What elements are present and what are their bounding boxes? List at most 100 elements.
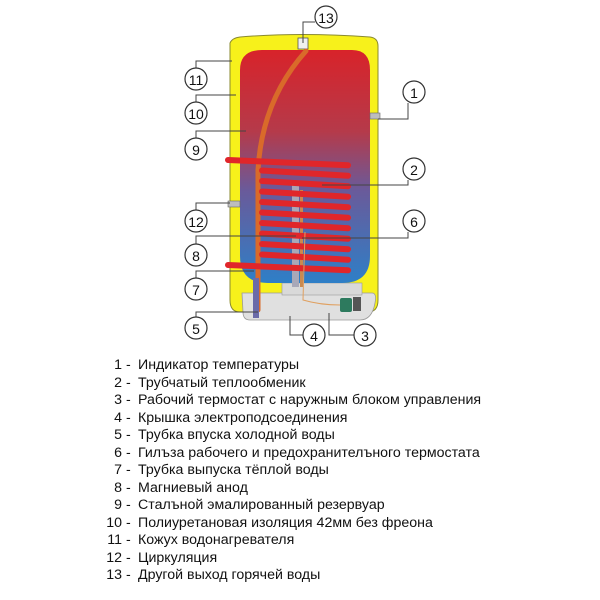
legend-dash: - — [126, 427, 131, 443]
legend-number: 3 — [114, 392, 122, 408]
coil-turn — [259, 209, 351, 221]
legend-item: 8-Магниевый анод — [86, 480, 546, 498]
legend-dash: - — [126, 532, 131, 548]
legend-dash: - — [126, 444, 131, 461]
legend-dash: - — [126, 392, 131, 408]
callout-number: 9 — [192, 142, 200, 158]
thermostat-wire — [302, 231, 341, 306]
legend-item: 1-Индикатор температуры — [86, 357, 546, 375]
legend-dash: - — [126, 357, 131, 373]
legend-text: Крышка электроподсоединения — [138, 409, 348, 426]
callout-circle — [184, 209, 208, 233]
legend-item: 5-Трубка впуска холодной воды — [86, 427, 546, 445]
callout-number: 5 — [192, 321, 200, 337]
callout-number: 6 — [410, 214, 418, 230]
callout-4: 4 — [302, 323, 326, 347]
coil-turn — [259, 220, 351, 232]
legend-number: 1 — [114, 357, 122, 373]
legend-text: Сталъной эмалированный резервуар — [138, 497, 385, 513]
callout-number: 10 — [188, 106, 204, 122]
legend-dash: - — [126, 497, 131, 513]
callout-circle — [302, 323, 326, 347]
callout-10: 10 — [184, 101, 208, 125]
temperature-indicator — [369, 112, 381, 120]
legend-item: 7-Трубка выпуска тёплой воды — [86, 462, 546, 480]
legend-dash: - — [126, 462, 131, 478]
legend-number: 5 — [114, 427, 122, 443]
legend-number: 4 — [114, 409, 122, 426]
legend-text: Циркуляция — [138, 549, 218, 566]
legend-text: Рабочий термостат с наружным блоком упра… — [138, 392, 482, 408]
callout-circle — [184, 316, 208, 340]
legend-dash: - — [126, 549, 131, 566]
legend-number: 11 — [107, 532, 122, 548]
legend-item: 6-Гилъза рабочего и предохранителъного т… — [86, 445, 546, 463]
coil-turn — [225, 157, 351, 169]
legend-item: 3-Рабочий термостат с наружным блоком уп… — [86, 392, 546, 410]
coil-turn — [259, 199, 351, 211]
callout-2: 2 — [402, 157, 426, 181]
callout-circle — [402, 157, 426, 181]
callout-9: 9 — [184, 137, 208, 161]
coil-turn — [225, 262, 351, 274]
leader-lines — [195, 21, 409, 336]
callout-circle — [314, 5, 338, 29]
thermostat-cap — [353, 297, 361, 311]
cold-water-inlet — [253, 278, 259, 318]
coil-turn — [259, 188, 351, 200]
callout-circle — [184, 243, 208, 267]
callout-13: 13 — [314, 5, 338, 29]
legend-number: 13 — [106, 567, 122, 583]
callout-circle — [402, 209, 426, 233]
callout-number: 12 — [188, 214, 204, 230]
coil-turn — [259, 167, 351, 179]
legend-dash: - — [126, 479, 131, 496]
legend-item: 9-Сталъной эмалированный резервуар — [86, 497, 546, 515]
legend-text: Трубка впуска холодной воды — [138, 427, 335, 443]
callout-number: 3 — [361, 328, 369, 344]
callout-number: 13 — [318, 10, 334, 26]
callout-number: 1 — [410, 85, 418, 101]
callout-6: 6 — [402, 209, 426, 233]
legend-dash: - — [126, 567, 131, 583]
callout-12: 12 — [184, 209, 208, 233]
callout-number: 11 — [189, 72, 204, 88]
legend-item: 11-Кожух водонагревателя — [86, 532, 546, 550]
callout-circle — [184, 277, 208, 301]
legend-number: 8 — [114, 479, 122, 496]
callout-8: 8 — [184, 243, 208, 267]
legend-text: Кожух водонагревателя — [138, 532, 295, 548]
legend-text: Полиуретановая изоляция 42мм без фреона — [138, 514, 433, 531]
legend-text: Гилъза рабочего и предохранителъного тер… — [138, 444, 480, 461]
legend-dash: - — [126, 514, 131, 531]
legend-number: 10 — [106, 514, 122, 531]
legend-number: 7 — [114, 462, 122, 478]
circulation-port — [227, 200, 241, 208]
legend-text: Трубка выпуска тёплой воды — [138, 462, 329, 478]
callout-5: 5 — [184, 316, 208, 340]
legend-number: 2 — [114, 374, 122, 391]
legend-text: Другой выход горячей воды — [138, 567, 321, 583]
callout-11: 11 — [184, 67, 208, 91]
legend-item: 13-Другой выход горячей воды — [86, 567, 546, 585]
legend-item: 4-Крышка электроподсоединения — [86, 410, 546, 428]
coil-turn — [259, 251, 351, 263]
legend-item: 2-Трубчатый теплообменик — [86, 375, 546, 393]
callout-7: 7 — [184, 277, 208, 301]
callout-circle — [184, 101, 208, 125]
legend-text: Магниевый анод — [138, 479, 248, 496]
callout-number: 4 — [310, 328, 318, 344]
callout-1: 1 — [402, 80, 426, 104]
legend-item: 12-Циркуляция — [86, 550, 546, 568]
legend-number: 9 — [114, 497, 122, 513]
legend-text: Индикатор температуры — [138, 357, 300, 373]
callout-3: 3 — [353, 323, 377, 347]
legend-number: 6 — [114, 444, 122, 461]
legend-number: 12 — [106, 549, 122, 566]
legend-dash: - — [126, 409, 131, 426]
callout-number: 7 — [192, 282, 200, 298]
callout-circle — [184, 67, 208, 91]
